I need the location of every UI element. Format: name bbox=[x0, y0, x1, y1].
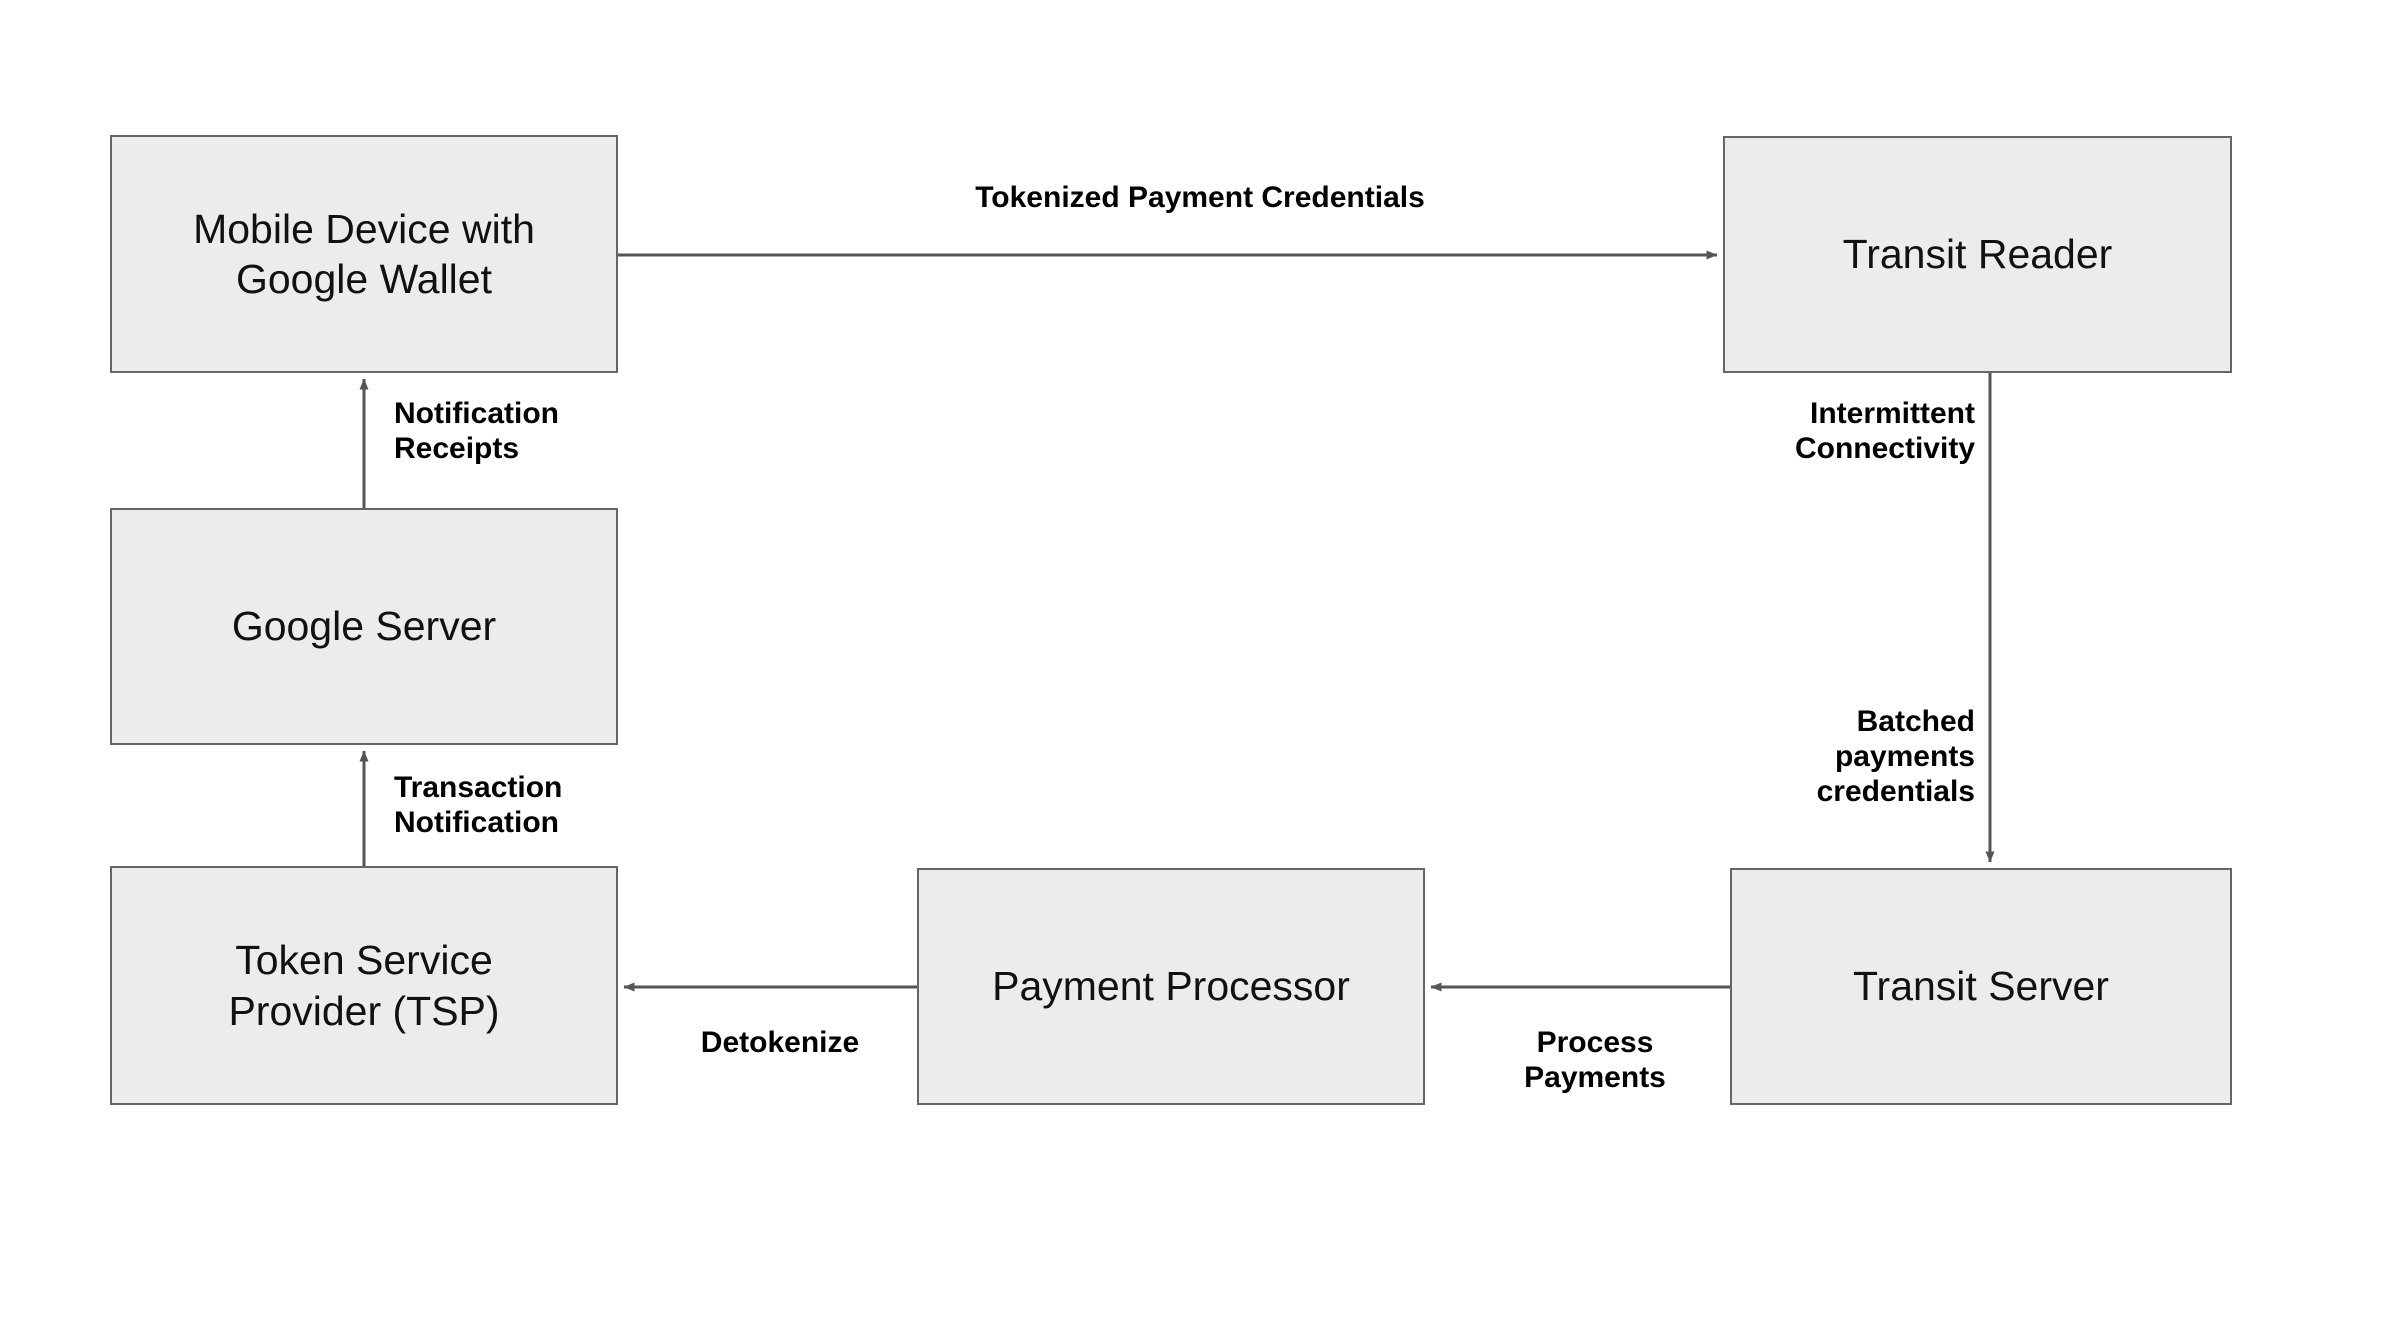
node-label-payment-processor: Payment Processor bbox=[992, 963, 1350, 1010]
node-transit-server[interactable]: Transit Server bbox=[1730, 868, 2232, 1105]
node-label-transit-reader: Transit Reader bbox=[1842, 231, 2113, 278]
edge-label-notification-receipts: Notification Receipts bbox=[394, 397, 559, 466]
node-google-server[interactable]: Google Server bbox=[110, 508, 618, 745]
edge-label-batched-payments-credentials: Batched payments credentials bbox=[1816, 705, 1975, 809]
edge-label-tokenized-payment-credentials: Tokenized Payment Credentials bbox=[975, 181, 1425, 214]
edge-label-process-payments: Process Payments bbox=[1524, 1026, 1666, 1095]
node-label-token-service-provider: Token Service Provider (TSP) bbox=[228, 937, 500, 1034]
node-transit-reader[interactable]: Transit Reader bbox=[1723, 136, 2232, 373]
node-label-mobile-device: Mobile Device with Google Wallet bbox=[193, 205, 535, 302]
node-label-transit-server: Transit Server bbox=[1853, 963, 2109, 1010]
edge-label-detokenize: Detokenize bbox=[700, 1026, 860, 1059]
node-label-google-server: Google Server bbox=[231, 603, 497, 650]
edge-label-intermittent-connectivity: Intermittent Connectivity bbox=[1794, 397, 1975, 466]
node-token-service-provider[interactable]: Token Service Provider (TSP) bbox=[110, 866, 618, 1105]
edge-label-transaction-notification: Transaction Notification bbox=[394, 771, 563, 840]
node-payment-processor[interactable]: Payment Processor bbox=[917, 868, 1425, 1105]
node-mobile-device[interactable]: Mobile Device with Google Wallet bbox=[110, 135, 618, 373]
